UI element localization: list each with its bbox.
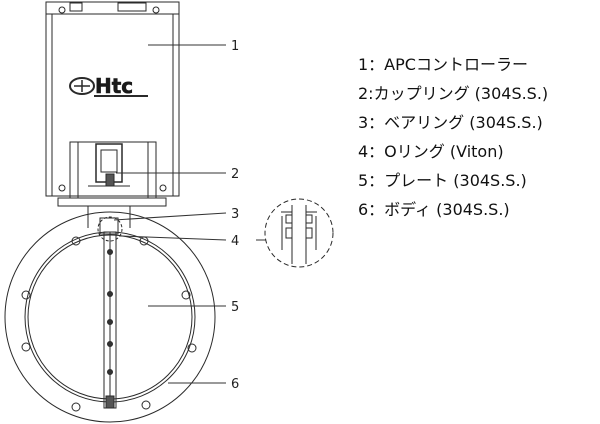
callout-5: 5 — [231, 300, 239, 315]
legend-item-coupling: 2:カップリング (304S.S.) — [358, 84, 549, 103]
callout-1: 1 — [231, 39, 239, 54]
legend-item-controller: 1：APCコントローラー — [358, 55, 528, 74]
parts-legend: 1：APCコントローラー 2:カップリング (304S.S.) 3：ベアリング … — [358, 50, 548, 224]
valve-plate-shaft — [103, 231, 117, 409]
leader-lines — [113, 44, 266, 384]
bearing-neck — [87, 206, 131, 235]
callout-numbers: 1 2 3 4 5 6 — [231, 39, 239, 392]
detail-circle — [97, 198, 334, 268]
controller-box — [45, 1, 180, 197]
callout-4: 4 — [231, 234, 239, 249]
callout-3: 3 — [231, 207, 239, 222]
legend-item-plate: 5：プレート (304S.S.) — [358, 171, 527, 190]
callout-6: 6 — [231, 377, 239, 392]
legend-item-bearing: 3：ベアリング (304S.S.) — [358, 113, 543, 132]
logo-text: Htc — [95, 74, 133, 98]
coupling-housing — [57, 141, 167, 207]
htc-logo: Htc — [69, 74, 148, 98]
legend-item-body: 6：ボディ (304S.S.) — [358, 200, 510, 219]
legend-item-o-ring: 4：Oリング (Viton) — [358, 142, 504, 161]
callout-2: 2 — [231, 167, 239, 182]
